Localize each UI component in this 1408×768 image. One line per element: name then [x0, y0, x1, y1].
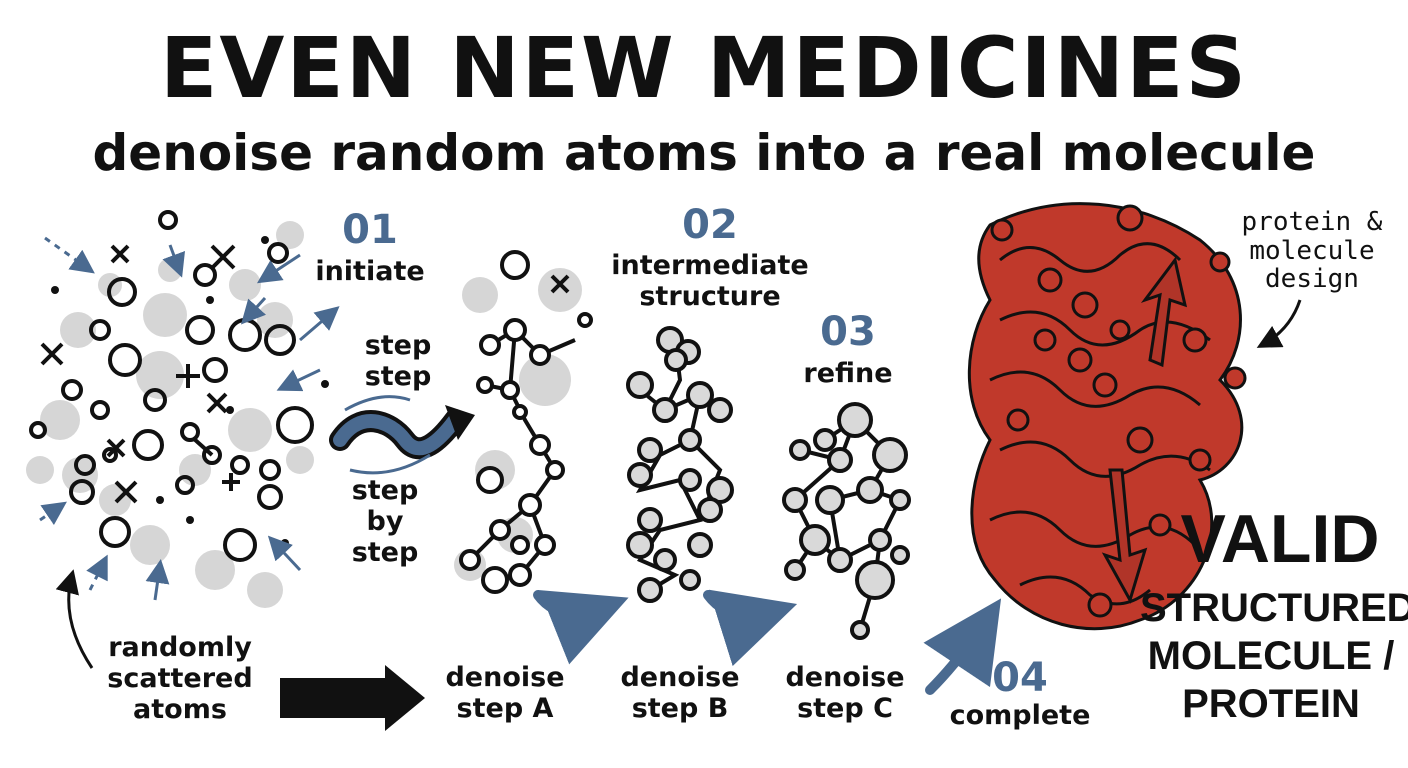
result-headline: VALID: [1180, 501, 1380, 577]
stage-03-label: refine: [803, 358, 893, 389]
page-subtitle: denoise random atoms into a real molecul…: [92, 124, 1316, 182]
curve-arrow-b-c: [703, 589, 798, 667]
result-line-1: STRUCTURED: [1140, 586, 1408, 630]
result-line-2: MOLECULE /: [1147, 634, 1395, 678]
inward-arrows: [39, 236, 340, 601]
molecule-step-c: [782, 402, 911, 640]
stage-01-number: 01: [342, 207, 398, 253]
stage-03-number: 03: [820, 309, 876, 355]
denoise-step-a-label: denoise step A: [445, 662, 565, 725]
bottom-flow-arrow: [280, 665, 425, 731]
stage-02-number: 02: [682, 202, 738, 248]
curve-arrow-a-b: [533, 590, 629, 665]
denoise-step-b-label: denoise step B: [620, 662, 740, 725]
protein-design-annotation: protein & molecule design: [1241, 207, 1383, 295]
curved-up-arrow: [55, 569, 94, 669]
molecule-step-a: [454, 250, 593, 594]
scattered-atoms-cloud: [26, 210, 329, 608]
protein-structure: [967, 202, 1247, 631]
result-line-3: PROTEIN: [1182, 682, 1360, 726]
stage-02-label: intermediate structure: [611, 250, 809, 313]
flow-label-step-by-step: step by step: [351, 475, 419, 569]
stage-04-number: 04: [992, 655, 1048, 701]
stage-01-label: initiate: [315, 256, 425, 287]
flow-label-step-step: step step: [364, 330, 432, 393]
squiggle-flow-arrow: [329, 395, 475, 475]
annotation-arrow: [1256, 299, 1302, 348]
molecule-step-b: [626, 326, 734, 603]
stage-04-label: complete: [949, 700, 1091, 731]
page-title: EVEN NEW MEDICINES: [160, 19, 1248, 117]
scattered-atoms-label: randomly scattered atoms: [107, 632, 253, 726]
denoise-step-c-label: denoise step C: [785, 662, 905, 725]
curve-arrow-c-protein: [923, 598, 1002, 695]
